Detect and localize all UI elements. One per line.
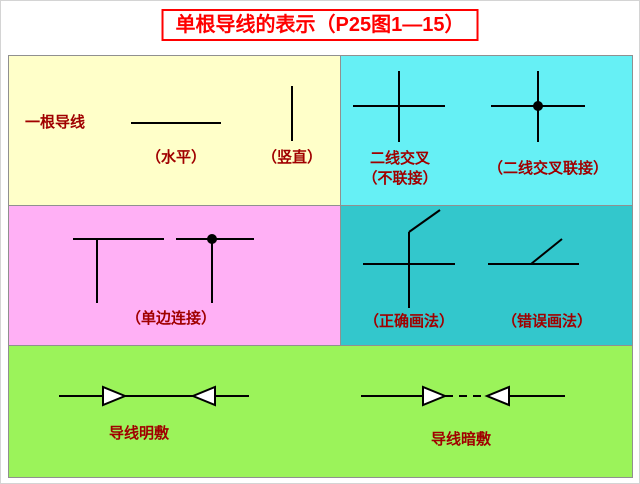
- caption-correct: （正确画法）: [363, 313, 454, 330]
- correct-bend-icon: [363, 209, 455, 308]
- tee-junction-dot-icon: [176, 234, 254, 303]
- panel-wire-crossing: 二线交叉 （不联接） （二线交叉联接）: [341, 56, 632, 205]
- single-wire-label: 一根导线: [25, 114, 86, 131]
- bend-drawing-diagram: [363, 209, 579, 308]
- cross-not-joined-icon: [353, 71, 445, 142]
- junction-dot: [207, 234, 217, 244]
- single-side-diagram: [73, 234, 254, 303]
- caption-cross-joined: （二线交叉联接）: [487, 160, 608, 177]
- right-arrow-triangle: [422, 385, 448, 407]
- page-title: 单根导线的表示（P25图1—15）: [161, 9, 479, 41]
- concealed-wiring-icon: [361, 385, 565, 407]
- caption-exposed-wiring: 导线明敷: [108, 425, 169, 442]
- panel-grid: 一根导线 （水平） （竖直） 二线交叉 （不联接） （二线交叉联接）: [8, 55, 633, 478]
- caption-vertical: （竖直）: [261, 149, 322, 166]
- wire-laying-diagram: [59, 385, 565, 407]
- caption-wrong: （错误画法）: [501, 313, 592, 330]
- caption-single-side: （单边连接）: [125, 310, 216, 327]
- panel-bend-drawing: （正确画法） （错误画法）: [341, 206, 632, 345]
- caption-cross-not-joined-line2: （不联接）: [362, 170, 438, 187]
- caption-cross-not-joined-line1: 二线交叉: [369, 150, 430, 167]
- exposed-wiring-icon: [59, 385, 249, 407]
- left-arrow-triangle: [484, 385, 510, 407]
- wrong-bend-icon: [488, 238, 579, 265]
- caption-concealed-wiring: 导线暗敷: [430, 431, 491, 448]
- panel-wire-laying: 导线明敷 导线暗敷: [9, 346, 632, 477]
- left-arrow-triangle: [190, 385, 216, 407]
- single-wire-diagram: [131, 86, 293, 141]
- right-arrow-triangle: [102, 385, 128, 407]
- tee-junction-icon: [73, 238, 164, 303]
- junction-dot: [533, 101, 543, 111]
- cross-joined-icon: [491, 71, 585, 142]
- caption-horizontal: （水平）: [145, 149, 206, 166]
- panel-single-wire: 一根导线 （水平） （竖直）: [9, 56, 340, 205]
- panel-single-side-connection: （单边连接）: [9, 206, 340, 345]
- wire-crossing-diagram: [353, 71, 585, 142]
